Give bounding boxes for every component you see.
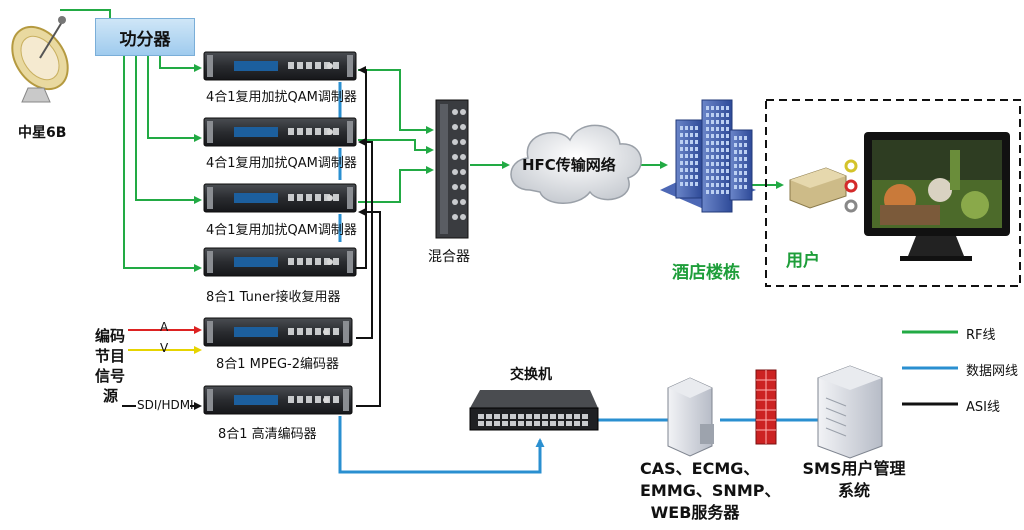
hotel-buildings-icon: [660, 99, 756, 213]
cloud-label: HFC传输网络: [522, 156, 616, 174]
rack-device-icon: [203, 385, 353, 415]
rack-device-icon: [203, 183, 357, 213]
sms-server-icon: [817, 365, 883, 459]
splitter-box: 功分器: [95, 18, 195, 56]
legend-label: RF线: [966, 328, 996, 343]
switch-label: 交换机: [510, 367, 552, 383]
splitter-label: 功分器: [119, 29, 171, 50]
device-label: 8合1 Tuner接收复用器: [206, 290, 341, 305]
source-label: 编码 节目 信号 源: [95, 326, 125, 406]
device-label: 4合1复用加扰QAM调制器: [206, 156, 357, 171]
sms-line: 系统: [837, 481, 870, 500]
server-tower-icon: [667, 377, 714, 457]
source-line: 节目: [95, 347, 126, 365]
set-top-box-icon: [789, 167, 847, 209]
source-line: 信号: [95, 367, 126, 385]
audio-label: A: [160, 320, 169, 334]
legend-label: 数据网线: [966, 364, 1019, 379]
user-label: 用户: [786, 251, 820, 271]
satellite-label: 中星6B: [18, 125, 67, 141]
hotel-label: 酒店楼栋: [672, 263, 740, 283]
source-line: 源: [103, 387, 119, 405]
device-label: 8合1 MPEG-2编码器: [216, 357, 339, 372]
television-icon: [864, 132, 1010, 261]
device-label: 4合1复用加扰QAM调制器: [206, 90, 357, 105]
av-ports-icon: [844, 159, 858, 213]
network-switch-icon: [469, 390, 599, 431]
device-label: 8合1 高清编码器: [218, 427, 317, 442]
rack-device-icon: [203, 317, 353, 347]
rack-device-icon: [203, 51, 357, 81]
sdi-label: SDI/HDMI: [137, 398, 194, 412]
rack-device-icon: [203, 117, 357, 147]
mixer-label: 混合器: [428, 249, 470, 265]
video-label: V: [160, 341, 169, 355]
satellite-dish-icon: [11, 16, 69, 103]
mixer-icon: [435, 99, 469, 239]
sms-line: SMS用户管理: [802, 459, 906, 478]
hfc-cloud-icon: [510, 124, 642, 204]
servers-line: EMMG、SNMP、: [640, 481, 781, 500]
source-line: 编码: [95, 327, 126, 345]
legend: [902, 330, 958, 406]
servers-label: CAS、ECMG、 EMMG、SNMP、 WEB服务器: [640, 458, 781, 524]
servers-line: CAS、ECMG、: [640, 459, 760, 478]
user-area-box: [765, 99, 1021, 287]
firewall-icon: [755, 369, 777, 445]
sms-label: SMS用户管理 系统: [802, 458, 906, 502]
device-label: 4合1复用加扰QAM调制器: [206, 223, 357, 238]
servers-line: WEB服务器: [650, 503, 740, 522]
legend-label: ASI线: [966, 400, 1000, 415]
rack-device-icon: [203, 247, 357, 277]
